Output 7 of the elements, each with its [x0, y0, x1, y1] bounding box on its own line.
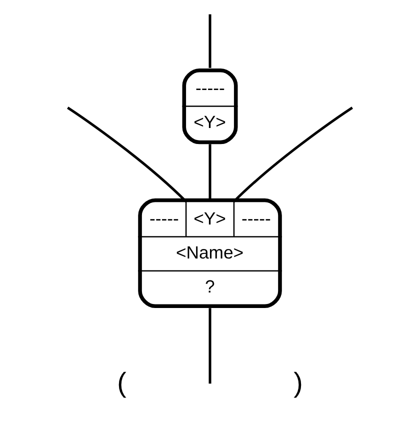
connector — [66, 106, 186, 202]
label: ( — [116, 367, 126, 398]
connector — [208, 308, 211, 384]
connector — [208, 144, 211, 202]
connector — [208, 14, 211, 68]
label: ) — [293, 367, 302, 398]
connector — [232, 106, 352, 202]
